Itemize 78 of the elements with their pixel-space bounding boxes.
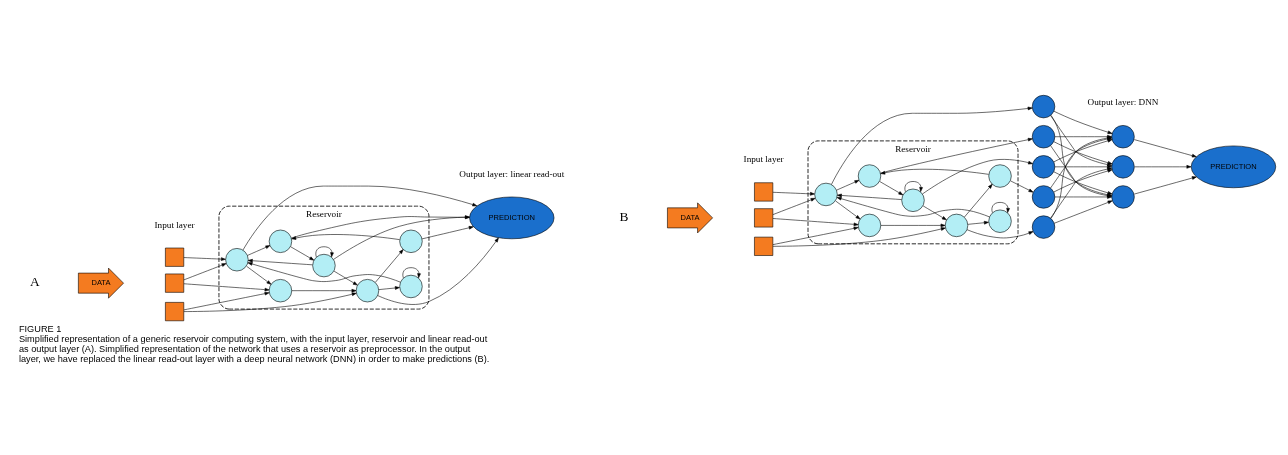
node-box: [754, 208, 774, 228]
arrow: [836, 180, 860, 191]
arrow: [836, 196, 990, 218]
label: Output layer: linear read-out: [459, 168, 565, 179]
node-circle: [857, 164, 882, 188]
arrow: [879, 181, 904, 196]
node-box: [754, 182, 774, 202]
arrow: [1010, 180, 1034, 193]
arrow: [772, 227, 946, 247]
arrow: [991, 202, 1010, 213]
arrow: [1134, 139, 1197, 158]
arrow: [315, 246, 334, 258]
label: Input layer: [154, 219, 195, 230]
label: Output layer: DNN: [1087, 96, 1159, 107]
arrow: [772, 218, 859, 227]
label: B: [619, 209, 629, 225]
arrow: [966, 229, 1034, 239]
arrow: [772, 198, 816, 215]
arrow: [835, 200, 861, 220]
caption: Simplified representation of a generic reservoir computing system, with the input layer, reservoir and linear read-out as output layer (A). Simplified representation of the network that uses a reservoir as preprocessor. In the output layer, we have replaced the linear read-out layer with a deep neural network (DNN) in order to make predictions (B).: [18, 333, 490, 364]
arrow: [333, 215, 470, 260]
arrow: [837, 193, 902, 200]
arrow: [1054, 165, 1112, 169]
arrow: [183, 257, 226, 261]
arrow: [242, 185, 478, 251]
node-circle: [1031, 95, 1056, 119]
node-box: [165, 302, 185, 322]
arrow: [880, 223, 946, 228]
label: Input layer: [743, 154, 784, 165]
arrow: [291, 215, 470, 239]
arrow: [831, 106, 1033, 185]
arrow: [183, 263, 227, 281]
arrow: [183, 283, 270, 292]
arrow: [183, 292, 357, 312]
arrow: [1053, 200, 1113, 224]
arrow: [247, 245, 271, 256]
node-box: [165, 273, 185, 293]
arrow: [378, 286, 400, 290]
node-circle: [225, 248, 249, 272]
arrow: [377, 237, 499, 305]
arrow: [880, 168, 989, 175]
node-box: [754, 236, 774, 256]
node-circle: [268, 229, 293, 253]
diagram-title: FIGURE 1: [18, 323, 62, 334]
node-circle: [1111, 155, 1135, 179]
node-circle: [1031, 155, 1056, 179]
arrow: [402, 267, 421, 279]
node-circle: [1031, 125, 1056, 149]
arrow: [967, 220, 989, 225]
arrow: [904, 181, 923, 192]
arrow: [246, 266, 272, 285]
arrow: [291, 234, 400, 240]
arrow: [1134, 176, 1197, 195]
node-box: [165, 247, 185, 267]
node-circle: [1031, 185, 1056, 209]
node-circle: [814, 182, 838, 207]
arrow: [1134, 165, 1192, 169]
node-circle: [1111, 125, 1135, 149]
arrow: [922, 205, 947, 221]
arrow: [772, 192, 815, 196]
arrow: [922, 159, 1033, 195]
arrow: [421, 226, 474, 240]
node-circle: [944, 213, 969, 237]
arrow: [964, 184, 993, 218]
arrow: [880, 137, 1033, 174]
arrow: [375, 249, 404, 283]
node-circle: [355, 279, 380, 303]
arrow: [290, 246, 315, 261]
node-circle: [1111, 185, 1135, 209]
arrow: [247, 258, 313, 266]
arrow: [333, 270, 358, 286]
arrow: [1053, 110, 1113, 134]
arrow: [772, 226, 859, 245]
label: A: [30, 274, 40, 290]
arrow: [291, 288, 357, 293]
arrow: [247, 262, 401, 283]
arrow: [183, 291, 270, 311]
node-circle: [1031, 215, 1056, 239]
